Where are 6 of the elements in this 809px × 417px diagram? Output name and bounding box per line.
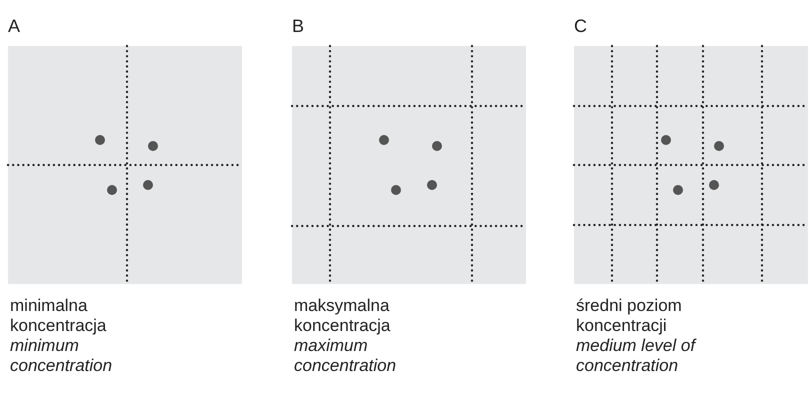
caption-text: minimum concentration <box>10 336 114 376</box>
panel-letter: A <box>8 16 20 36</box>
caption-text: medium level of concentration <box>576 336 698 376</box>
panel-letter: B <box>292 16 304 36</box>
caption-text: maximum concentration <box>294 336 398 376</box>
panel-letter: C <box>574 16 587 36</box>
